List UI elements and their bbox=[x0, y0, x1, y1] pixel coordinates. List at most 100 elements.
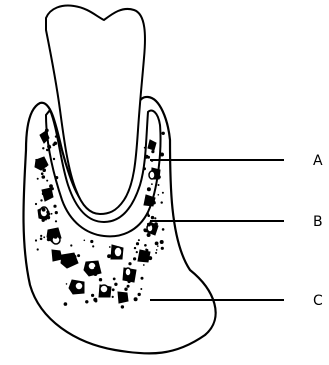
stipple-dot bbox=[136, 242, 139, 245]
stipple-dot bbox=[99, 278, 102, 281]
stipple-dot bbox=[37, 178, 39, 180]
stipple-dot bbox=[40, 235, 42, 237]
stipple-dot bbox=[143, 167, 146, 170]
stipple-dot bbox=[144, 147, 146, 149]
stipple-dot bbox=[147, 187, 151, 191]
stipple-dot bbox=[112, 296, 114, 298]
stipple-dot bbox=[37, 248, 39, 250]
stipple-dot bbox=[94, 267, 96, 269]
stipple-dot bbox=[91, 294, 94, 297]
stipple-dot bbox=[155, 242, 159, 246]
stipple-dot bbox=[42, 219, 45, 222]
stipple-dot bbox=[138, 239, 140, 241]
stipple-dot bbox=[145, 156, 148, 159]
stipple-dot bbox=[42, 147, 44, 149]
stipple-dot bbox=[44, 164, 48, 168]
stipple-dot bbox=[77, 254, 80, 257]
stipple-dot bbox=[47, 145, 51, 149]
stipple-dot bbox=[55, 176, 58, 179]
stipple-dot bbox=[46, 149, 49, 152]
label-b: B bbox=[313, 214, 323, 230]
stipple-dot bbox=[114, 283, 117, 286]
stipple-dot bbox=[42, 192, 45, 195]
stipple-dot bbox=[147, 214, 150, 217]
stipple-dot bbox=[86, 267, 89, 270]
stipple-dot bbox=[40, 238, 43, 241]
stipple-dot bbox=[66, 262, 69, 265]
stipple-dot bbox=[64, 302, 68, 306]
stipple-dot bbox=[161, 201, 163, 203]
stipple-dot bbox=[147, 223, 149, 225]
stipple-dot bbox=[134, 297, 138, 301]
stipple-dot bbox=[136, 251, 138, 253]
stipple-dot bbox=[70, 244, 72, 246]
stipple-dot bbox=[54, 142, 58, 146]
stipple-dot bbox=[55, 220, 57, 222]
stipple-dot bbox=[162, 192, 164, 194]
stipple-dot bbox=[134, 247, 136, 249]
stipple-dot bbox=[151, 150, 154, 153]
stipple-dot bbox=[110, 254, 113, 257]
stipple-dot bbox=[46, 180, 48, 182]
stipple-dot bbox=[144, 244, 147, 247]
stipple-dot bbox=[35, 203, 37, 205]
stipple-dot bbox=[54, 235, 58, 239]
stipple-dot bbox=[153, 202, 156, 205]
stipple-dot bbox=[155, 252, 157, 254]
stipple-dot bbox=[161, 247, 164, 250]
stipple-dot bbox=[39, 216, 42, 219]
stipple-dot bbox=[51, 213, 53, 215]
stipple-dot bbox=[146, 249, 149, 252]
stipple-dot bbox=[143, 264, 145, 266]
stipple-dot bbox=[138, 293, 141, 296]
stipple-dot bbox=[94, 300, 97, 303]
stipple-dot bbox=[85, 300, 88, 303]
stipple-dot bbox=[133, 257, 136, 260]
stipple-dot bbox=[160, 240, 164, 244]
stipple-dot bbox=[147, 233, 151, 237]
stipple-dot bbox=[55, 135, 57, 137]
stipple-dot bbox=[51, 187, 54, 190]
stipple-dot bbox=[156, 249, 158, 251]
stipple-dot bbox=[41, 172, 44, 175]
stipple-dot bbox=[42, 208, 46, 212]
stipple-dot bbox=[162, 132, 165, 135]
stipple-dot bbox=[45, 129, 49, 133]
stipple-dot bbox=[157, 175, 160, 178]
stipple-dot bbox=[154, 217, 156, 219]
stipple-dot bbox=[73, 255, 77, 259]
stipple-dot bbox=[84, 240, 86, 242]
stipple-dot bbox=[160, 153, 164, 157]
stipple-dot bbox=[148, 256, 152, 260]
stipple-dot bbox=[66, 283, 68, 285]
stipple-dot bbox=[46, 189, 49, 192]
stipple-dot bbox=[92, 245, 94, 247]
stipple-dot bbox=[40, 199, 42, 201]
stipple-dot bbox=[36, 161, 39, 164]
stipple-dot bbox=[109, 246, 111, 248]
stipple-dot bbox=[112, 288, 115, 291]
stipple-dot bbox=[35, 159, 37, 161]
stipple-dot bbox=[151, 216, 154, 219]
stipple-dot bbox=[144, 229, 148, 233]
stipple-dot bbox=[35, 239, 37, 241]
stipple-dot bbox=[127, 280, 130, 283]
stipple-dot bbox=[90, 240, 93, 243]
stipple-dot bbox=[128, 262, 131, 265]
stipple-dot bbox=[124, 288, 127, 291]
stipple-dot bbox=[47, 238, 51, 242]
stipple-dot bbox=[127, 285, 130, 288]
stipple-dot bbox=[55, 211, 58, 214]
label-c: C bbox=[313, 293, 323, 309]
stipple-dot bbox=[158, 194, 160, 196]
stipple-dot bbox=[42, 175, 46, 179]
stipple-dot bbox=[157, 245, 159, 247]
stipple-dot bbox=[46, 216, 50, 220]
stipple-dot bbox=[42, 168, 46, 172]
stipple-dot bbox=[145, 140, 147, 142]
stipple-dot bbox=[121, 305, 124, 308]
stipple-dot bbox=[43, 236, 45, 238]
label-a: A bbox=[313, 153, 323, 169]
stipple-dot bbox=[140, 288, 142, 290]
